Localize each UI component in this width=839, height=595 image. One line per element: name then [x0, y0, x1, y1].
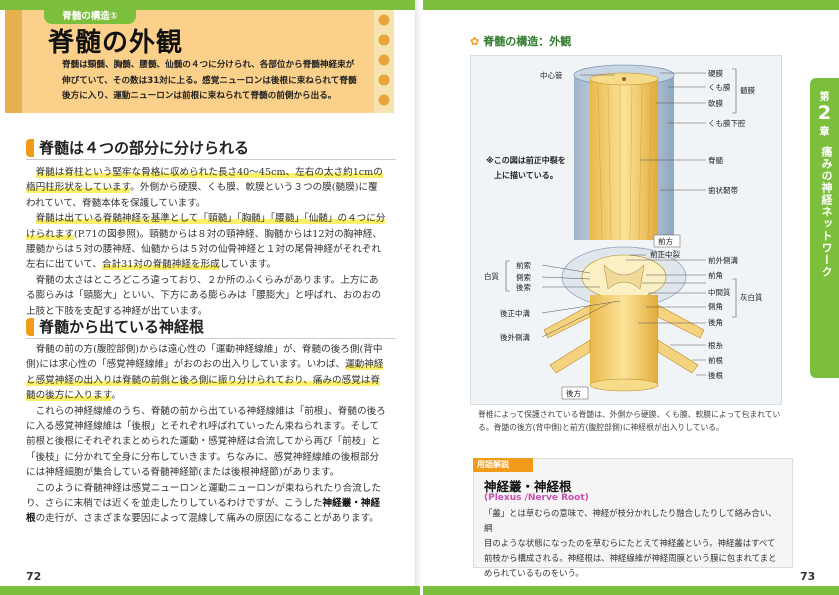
page-title: 脊髄の外観: [48, 28, 184, 58]
label-denticulate: 歯状靭帯: [708, 185, 738, 195]
paragraph-text: 。外側から硬膜、くも膜、軟膜という３つの膜(髄膜)に覆われていて、脊髄本体を保護…: [26, 182, 378, 209]
glossary-line-3: 前枝から構成される。神経根は、神経線維が神経周膜という膜に包まれてまと: [484, 553, 777, 563]
label-spinal-cord: 脊髄: [708, 155, 723, 165]
glossary-line-1: 「叢」とは草むらの意味で、神経が枝分かれしたり融合したりして絡み合い、網: [484, 508, 777, 533]
section-heading-2-text: 脊髄から出ている神経根: [39, 318, 205, 336]
glossary-box: [473, 458, 793, 568]
section-1-paragraph-3: 脊髄の太さはところどころ違っており、２か所のふくらみがあります。上方にある膨らみ…: [26, 274, 382, 317]
label-rootlets: 根糸: [708, 340, 723, 350]
section-1-paragraph-1: 脊髄は脊柱という堅牢な骨格に収められた長さ40〜45cm、左右の太さ約1cmの楕…: [26, 165, 386, 211]
label-gray-matter: 灰白質: [740, 292, 763, 302]
label-posterior-horn: 後角: [708, 317, 723, 327]
glossary-term-english: (Plexus /Nerve Root): [484, 493, 589, 503]
section-1-paragraph-2: 脊髄は出ている脊髄神経を基準として「頸髄」「胸髄」「腰髄」「仙髄」の４つに分けら…: [26, 211, 386, 273]
section-2-paragraph-3: このように脊髄神経は感覚ニューロンと運動ニューロンが束ねられたり合流したり、さら…: [26, 481, 386, 527]
section-ribbon-label: 脊髄の構造①: [62, 11, 118, 22]
page-number-right: 73: [800, 570, 816, 583]
heading-mark: [26, 139, 34, 157]
top-bar-right: [423, 0, 839, 10]
label-subarachnoid: くも膜下腔: [708, 118, 746, 128]
gray-matter-bracket: [732, 278, 737, 318]
lead-paragraph: 脊髄は頸髄、胸髄、腰髄、仙髄の４つに分けられ、各部位から脊髄神経束が伸びていて、…: [62, 60, 357, 101]
header-box: [22, 10, 374, 113]
book-gutter: [415, 0, 423, 595]
label-meninges: 髄膜: [740, 85, 755, 95]
label-posterior-median-sulcus: 後正中溝: [500, 308, 530, 318]
lower-cord-end: [589, 378, 659, 392]
spinal-cord-illustration: 中心管 硬膜 くも膜 軟膜 髄膜 くも膜下腔 脊髄 歯状靭帯 前正中裂 前外側溝…: [484, 64, 763, 400]
term-emphasis: 神経叢・神経根: [26, 498, 381, 525]
note-line-2: 上に描いている。: [494, 170, 558, 180]
section-2-paragraph-2: これらの神経線維のうち、脊髄の前から出ている神経線維は「前根」、脊髄の後ろに入る…: [26, 405, 386, 479]
bottom-bar-left: [0, 586, 420, 595]
label-pia: 軟膜: [708, 98, 723, 108]
label-anterior: 前方: [658, 236, 673, 246]
glossary-line-2: 目のような状態になったのを草むらにたとえて神経叢という。神経叢はすべて: [484, 538, 776, 548]
figure-title-text: 脊髄の構造：外観: [483, 35, 572, 48]
heading-underline: [26, 338, 396, 339]
lower-cord: [590, 295, 658, 385]
label-dura: 硬膜: [708, 68, 723, 78]
note-line-1: ※この図は前正中裂を: [486, 155, 566, 165]
anterior-tag: [653, 234, 681, 248]
paragraph-text: このように脊髄神経は感覚ニューロンと運動ニューロンが束ねられたり合流したり、さら…: [26, 482, 381, 510]
paragraph-text: しています。: [219, 259, 277, 271]
section-2-paragraph-1: 脊髄の前の方(腹腔部側)からは遠心性の「運動神経線維」が、脊髄の後ろ側(背中側)…: [26, 342, 386, 404]
paragraph-text: 脊髄の前の方(腹腔部側)からは遠心性の「運動神経線維」が、脊髄の後ろ側(背中側)…: [26, 344, 383, 371]
chapter-prefix: 第: [819, 92, 830, 103]
top-bar-left: [0, 0, 420, 10]
glossary-description: 「叢」とは草むらの意味で、神経が枝分かれしたり融合したりして絡み合い、網 目のよ…: [484, 506, 784, 581]
label-anterior-funiculus: 前索: [516, 260, 531, 270]
heading-mark: [26, 318, 34, 336]
page-number-left: 72: [26, 570, 42, 583]
glossary-tag: 用語解説: [473, 458, 533, 472]
fiber-lines: [597, 84, 653, 241]
white-matter-bracket: [505, 260, 510, 292]
label-white-matter: 白質: [484, 271, 499, 281]
label-posterior-funiculus: 後索: [516, 282, 531, 292]
paragraph-text: (P.71の図参照)。頸髄からは８対の頸神経、胸髄からは12対の胸神経、腰髄から…: [26, 228, 383, 271]
label-lateral-horn: 側角: [708, 301, 723, 311]
label-anterior-root: 前根: [708, 355, 723, 365]
section-ribbon: 脊髄の構造①: [44, 10, 136, 24]
section-2-body: 脊髄の前の方(腹腔部側)からは遠心性の「運動神経線維」が、脊髄の後ろ側(背中側)…: [26, 342, 386, 527]
section-heading-1-text: 脊髄は４つの部分に分けられる: [39, 139, 250, 157]
label-posterior-root: 後根: [708, 370, 723, 380]
paragraph-text: 。: [111, 390, 121, 402]
highlight-3: 合計31対の脊髄神経を形成: [101, 259, 220, 271]
chapter-suffix: 章: [819, 127, 830, 138]
flower-icon: ✿: [470, 35, 480, 48]
header-decoration-left: [5, 10, 22, 113]
central-canal: [622, 77, 626, 81]
posterior-tag: [561, 386, 589, 400]
heading-underline: [26, 159, 396, 160]
glossary-term: 神経叢・神経根: [484, 479, 572, 494]
meninges-bracket: [732, 68, 737, 114]
section-1-body: 脊髄は脊柱という堅牢な骨格に収められた長さ40〜45cm、左右の太さ約1cmの楕…: [26, 165, 386, 319]
bottom-bar-right: [423, 586, 839, 595]
label-central-canal: 中心管: [540, 70, 563, 80]
label-posterior-lateral-sulcus: 後外側溝: [500, 332, 530, 342]
leader-lines: [541, 72, 706, 376]
figure-caption: 脊椎によって保護されている脊髄は、外側から硬膜、くも膜、軟膜によって包まれている…: [478, 410, 781, 432]
label-lateral-funiculus: 側索: [516, 272, 531, 282]
figure-title: ✿脊髄の構造：外観: [470, 33, 571, 49]
spinal-cord-body: [590, 79, 658, 240]
label-posterior: 後方: [566, 388, 581, 398]
label-arachnoid: くも膜: [708, 82, 731, 92]
label-anterior-lateral-sulcus: 前外側溝: [708, 255, 738, 265]
glossary-line-4: められているものをいう。: [484, 568, 584, 578]
gray-matter-h: [603, 264, 645, 290]
label-anterior-horn: 前角: [708, 270, 723, 280]
chapter-title: 痛みの神経ネットワーク: [820, 146, 833, 278]
label-intermediate-zone: 中間質: [708, 287, 731, 297]
label-anterior-median-fissure: 前正中裂: [650, 249, 680, 259]
paragraph-text: の走行が、さまざまな要因によって混線して痛みの原因になることがあります。: [35, 513, 379, 525]
chapter-number: 2: [817, 102, 832, 124]
header-decoration-right: [374, 10, 394, 113]
nerve-roots: [543, 304, 705, 374]
